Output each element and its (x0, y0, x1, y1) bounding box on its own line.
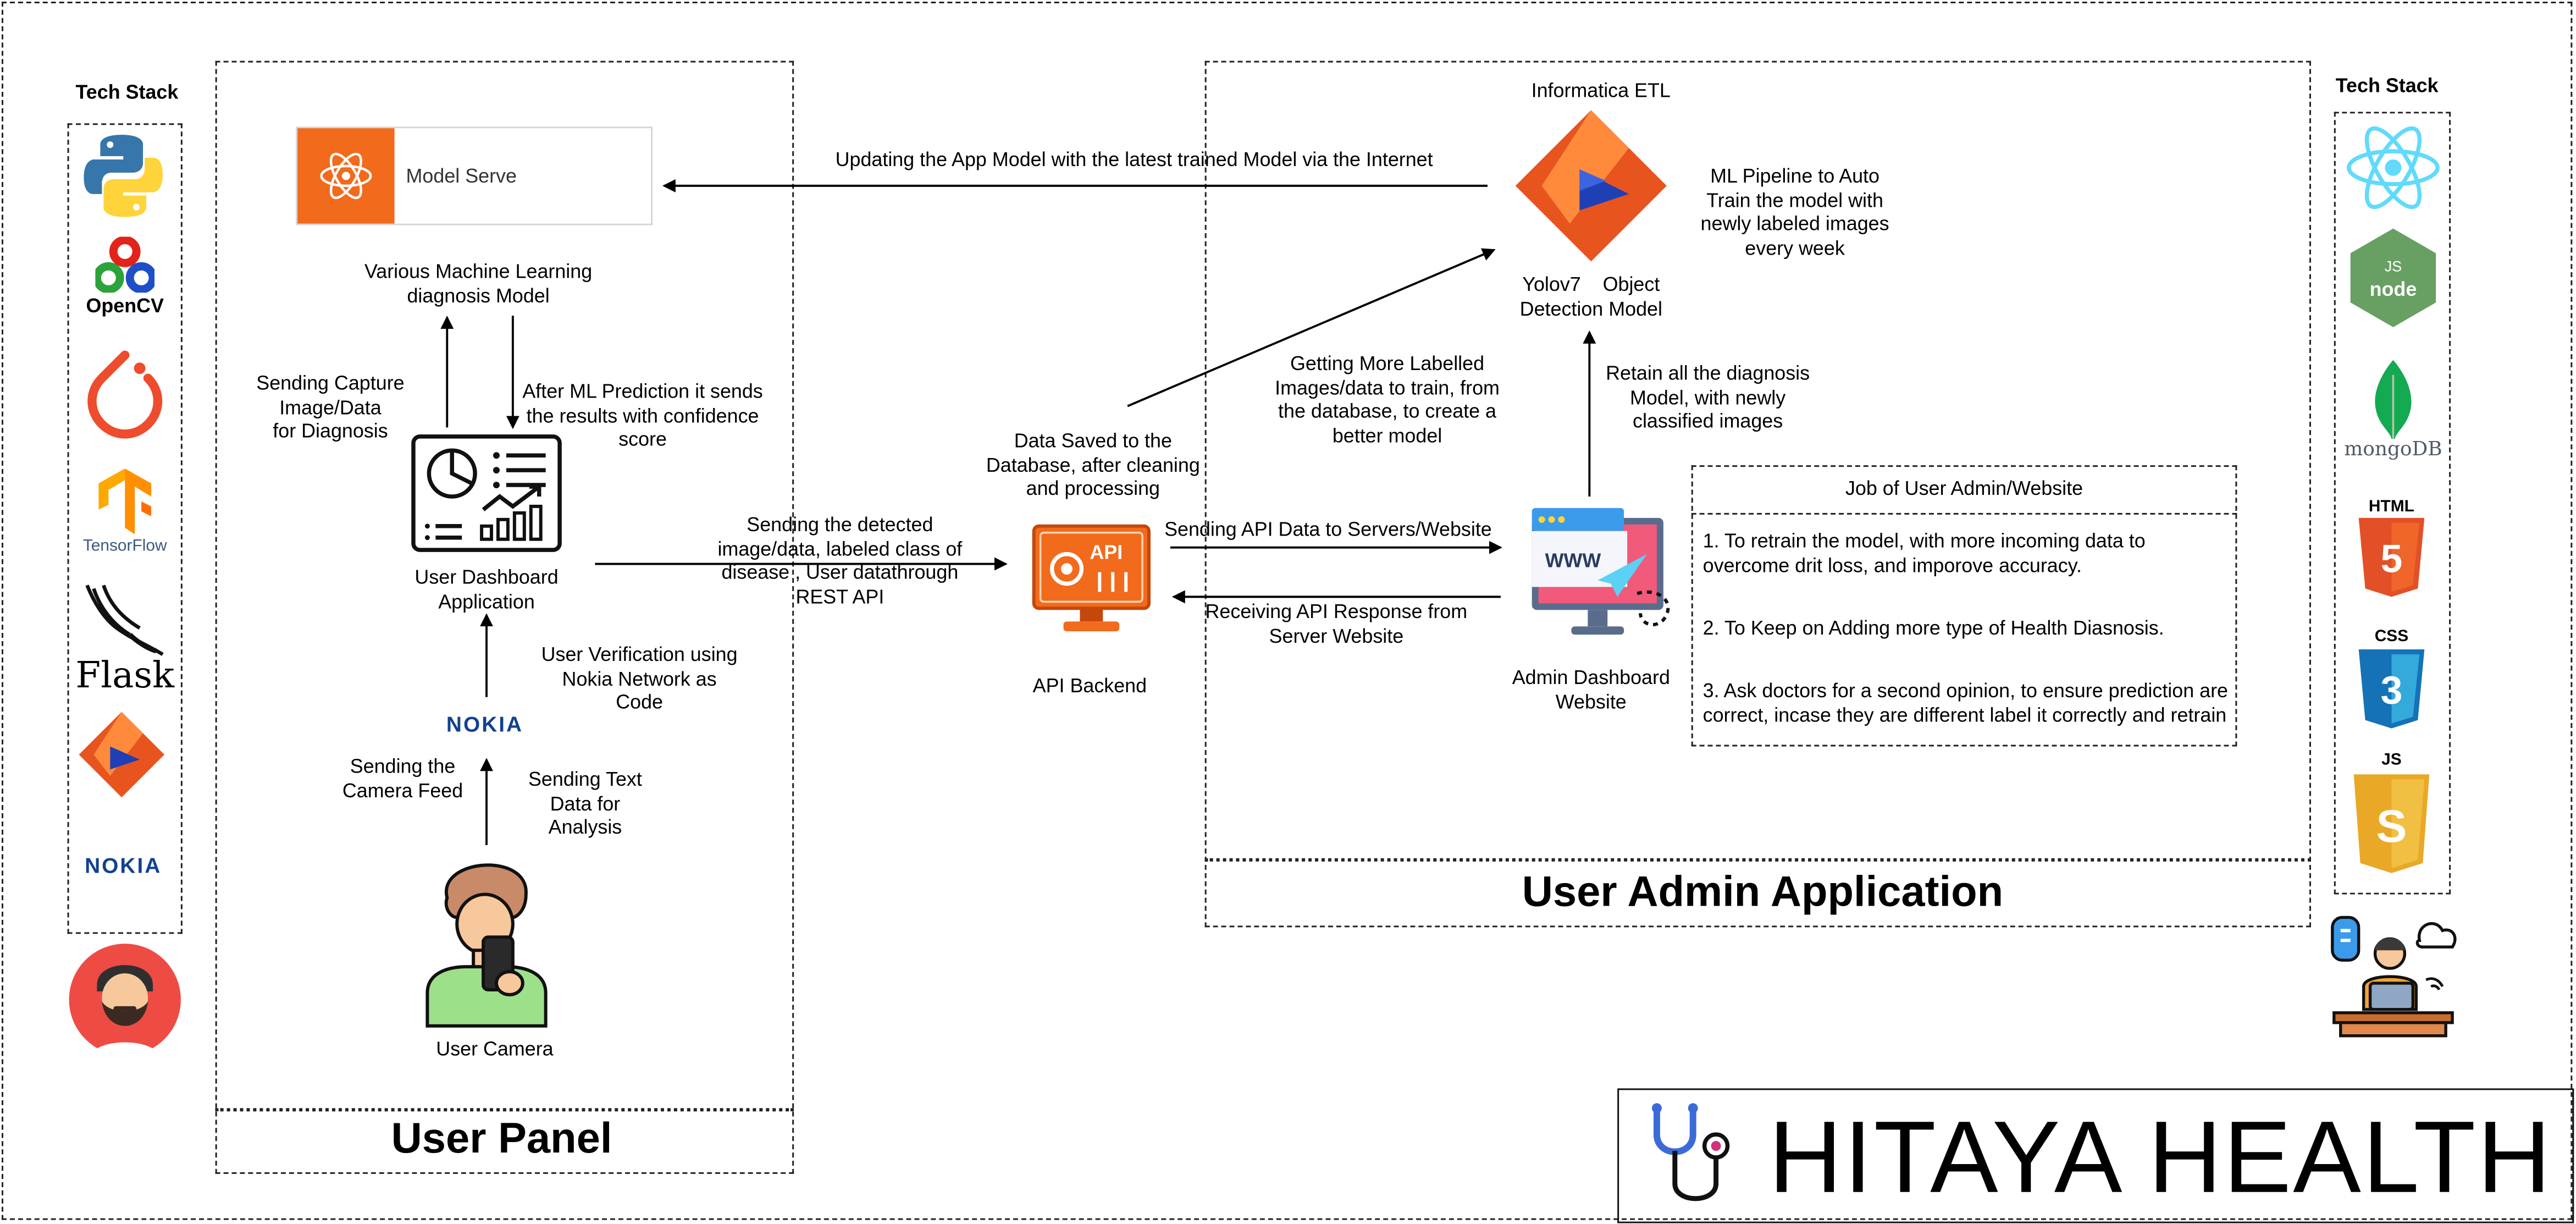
css3-icon: 3 (2358, 649, 2425, 729)
text-data-label: Sending Text Data for Analysis (528, 768, 642, 839)
ml-pipeline-label: ML Pipeline to Auto Train the model with… (1700, 164, 1889, 259)
retain-all-label: Retain all the diagnosis Model, with new… (1606, 361, 1810, 433)
svg-text:node: node (2370, 278, 2417, 300)
camera-feed-label: Sending the Camera Feed (342, 754, 463, 802)
informatica-icon (79, 712, 164, 798)
javascript-icon: S (2353, 774, 2430, 873)
svg-text:JS: JS (2385, 258, 2402, 274)
api-backend-label: API Backend (1032, 674, 1147, 697)
tensorflow-icon (98, 468, 152, 534)
flask-label: Flask (75, 656, 174, 697)
svg-text:WWW: WWW (1545, 550, 1601, 572)
mongodb-label: mongoDB (2344, 437, 2442, 461)
react-icon (2346, 126, 2440, 209)
updating-model-label: Updating the App Model with the latest t… (835, 148, 1433, 171)
job-item-3: 3. Ask doctors for a second opinion, to … (1702, 679, 2229, 727)
job-title: Job of User Admin/Website (1845, 477, 2083, 500)
data-saved-label: Data Saved to the Database, after cleani… (986, 429, 1200, 500)
mongodb-icon (2375, 360, 2412, 439)
tensorflow-label: TensorFlow (82, 537, 167, 556)
nokia-logo-center: NOKIA (446, 712, 524, 737)
stethoscope-icon (1651, 1103, 1730, 1201)
html5-label: HTML (2368, 498, 2414, 516)
job-item-1: 1. To retrain the model, with more incom… (1702, 529, 2146, 577)
dashboard-icon (411, 434, 562, 552)
user-panel-box (215, 60, 794, 1174)
svg-text:3: 3 (2380, 669, 2402, 713)
pytorch-icon (87, 350, 163, 439)
user-avatar-icon (69, 944, 181, 1057)
opencv-icon (95, 236, 155, 293)
admin-panel-title: User Admin Application (1522, 866, 2004, 916)
admin-website-icon: WWW (1532, 508, 1670, 635)
receiving-api-label: Receiving API Response from Server Websi… (1205, 600, 1468, 647)
atom-icon (320, 152, 372, 200)
informatica-label: Informatica ETL (1531, 79, 1671, 102)
nodejs-icon: JS node (2350, 228, 2436, 328)
developer-icon (2331, 916, 2457, 1038)
html5-icon: 5 (2358, 517, 2425, 597)
verification-label: User Verification using Nokia Network as… (541, 643, 738, 714)
model-serve-icon-tile (297, 128, 395, 224)
arrow-api-to-informatica (1127, 248, 1496, 407)
css3-label: CSS (2374, 628, 2409, 647)
user-camera-icon (425, 863, 548, 1028)
tech-stack-left-box (67, 123, 183, 934)
tech-stack-right-box (2334, 112, 2451, 895)
brand-name: HITAYA HEALTH (1768, 1101, 2553, 1215)
flask-icon (85, 585, 164, 656)
user-camera-label: User Camera (436, 1037, 554, 1061)
admin-dashboard-label: Admin Dashboard Website (1512, 665, 1670, 713)
svg-text:API: API (1090, 542, 1123, 564)
after-prediction-label: After ML Prediction it sends the results… (522, 379, 763, 451)
model-serve-card: Model Serve (296, 126, 653, 225)
python-icon (84, 135, 163, 217)
svg-text:S: S (2376, 800, 2407, 852)
tech-stack-left-title: Tech Stack (75, 80, 179, 104)
ml-models-label: Various Machine Learning diagnosis Model (364, 260, 593, 307)
job-divider (1691, 512, 2237, 515)
getting-more-label: Getting More Labelled Images/data to tra… (1275, 351, 1500, 446)
api-backend-icon: API (1032, 524, 1151, 632)
nokia-logo-left: NOKIA (85, 853, 162, 878)
job-box (1691, 465, 2237, 747)
admin-panel-box (1204, 60, 2311, 928)
dashboard-label: User Dashboard Application (414, 565, 559, 613)
sending-api-label: Sending API Data to Servers/Website (1164, 517, 1492, 541)
sending-capture-label: Sending Capture Image/Data for Diagnosis (256, 371, 405, 443)
tech-stack-right-title: Tech Stack (2335, 74, 2439, 97)
brand-box (1617, 1088, 2574, 1223)
model-serve-label: Model Serve (406, 164, 517, 188)
informatica-etl-icon (1515, 110, 1667, 262)
yolo-label: Yolov7 Object Detection Model (1519, 273, 1662, 320)
job-item-2: 2. To Keep on Adding more type of Health… (1702, 616, 2164, 640)
js-label: JS (2381, 751, 2402, 770)
svg-text:5: 5 (2380, 537, 2402, 581)
user-panel-divider (215, 1108, 794, 1112)
user-panel-title: User Panel (391, 1113, 612, 1162)
opencv-label: OpenCV (86, 294, 164, 318)
admin-panel-divider (1204, 858, 2311, 862)
